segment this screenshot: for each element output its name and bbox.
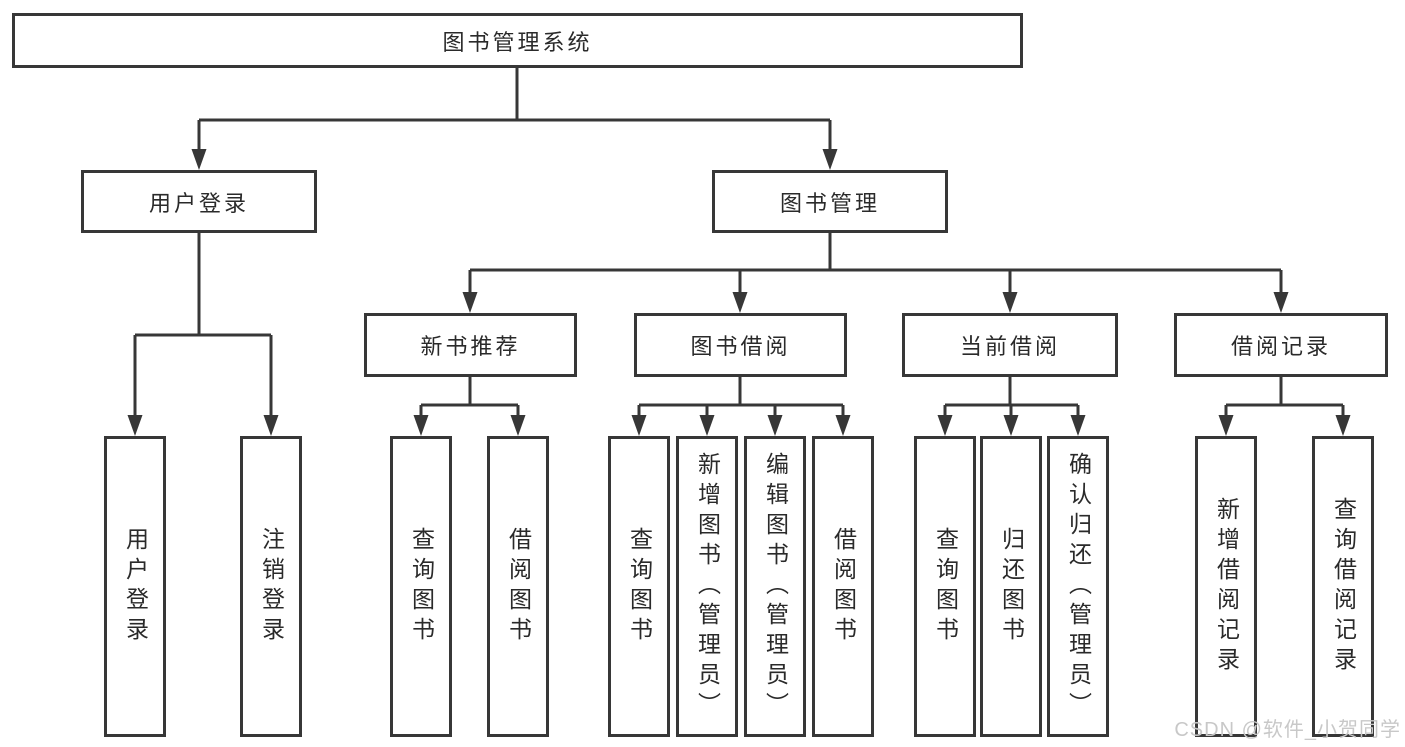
node-label: 图书管理系统 bbox=[442, 29, 593, 55]
node-borrowing-records: 借阅记录 bbox=[1174, 313, 1388, 377]
leaf-query-borrow-record: 查询借阅记录 bbox=[1312, 436, 1374, 737]
node-label: 查询图书 bbox=[408, 526, 435, 647]
leaf-add-borrow-record: 新增借阅记录 bbox=[1195, 436, 1257, 737]
leaf-query-books-borrowing: 查询图书 bbox=[608, 436, 670, 737]
node-label: 图书借阅 bbox=[690, 334, 791, 359]
node-label: 新增借阅记录 bbox=[1213, 496, 1240, 677]
node-current-borrowing: 当前借阅 bbox=[902, 313, 1118, 377]
leaf-confirm-return-admin: 确认归还（管理员） bbox=[1047, 436, 1109, 737]
node-label: 借阅记录 bbox=[1230, 334, 1331, 359]
leaf-return-book: 归还图书 bbox=[980, 436, 1042, 737]
node-book-management: 图书管理 bbox=[712, 170, 948, 233]
node-label: 查询图书 bbox=[626, 526, 653, 647]
node-label: 查询图书 bbox=[932, 526, 959, 647]
node-label: 注销登录 bbox=[258, 526, 285, 647]
leaf-edit-book-admin: 编辑图书（管理员） bbox=[744, 436, 806, 737]
node-label: 用户登录 bbox=[122, 526, 149, 647]
node-new-book-recommend: 新书推荐 bbox=[364, 313, 577, 377]
leaf-logout: 注销登录 bbox=[240, 436, 302, 737]
node-label: 借阅图书 bbox=[830, 526, 857, 647]
leaf-query-books-current: 查询图书 bbox=[914, 436, 976, 737]
node-label: 查询借阅记录 bbox=[1330, 496, 1357, 677]
node-label: 当前借阅 bbox=[959, 334, 1060, 359]
node-label: 借阅图书 bbox=[505, 526, 532, 647]
node-label: 归还图书 bbox=[998, 526, 1025, 647]
node-label: 编辑图书（管理员） bbox=[762, 451, 789, 722]
node-label: 确认归还（管理员） bbox=[1065, 451, 1092, 722]
leaf-borrow-books-recommend: 借阅图书 bbox=[487, 436, 549, 737]
csdn-watermark: CSDN @软件_小贺同学 bbox=[1174, 719, 1401, 741]
node-library-management-system: 图书管理系统 bbox=[12, 13, 1023, 68]
leaf-borrow-books-borrowing: 借阅图书 bbox=[812, 436, 874, 737]
leaf-query-books-recommend: 查询图书 bbox=[390, 436, 452, 737]
node-user-login: 用户登录 bbox=[81, 170, 317, 233]
leaf-add-book-admin: 新增图书（管理员） bbox=[676, 436, 738, 737]
node-label: 新书推荐 bbox=[420, 334, 521, 359]
node-label: 新增图书（管理员） bbox=[694, 451, 721, 722]
node-book-borrowing: 图书借阅 bbox=[634, 313, 847, 377]
node-label: 用户登录 bbox=[148, 190, 249, 216]
leaf-user-login: 用户登录 bbox=[104, 436, 166, 737]
node-label: 图书管理 bbox=[779, 190, 880, 216]
